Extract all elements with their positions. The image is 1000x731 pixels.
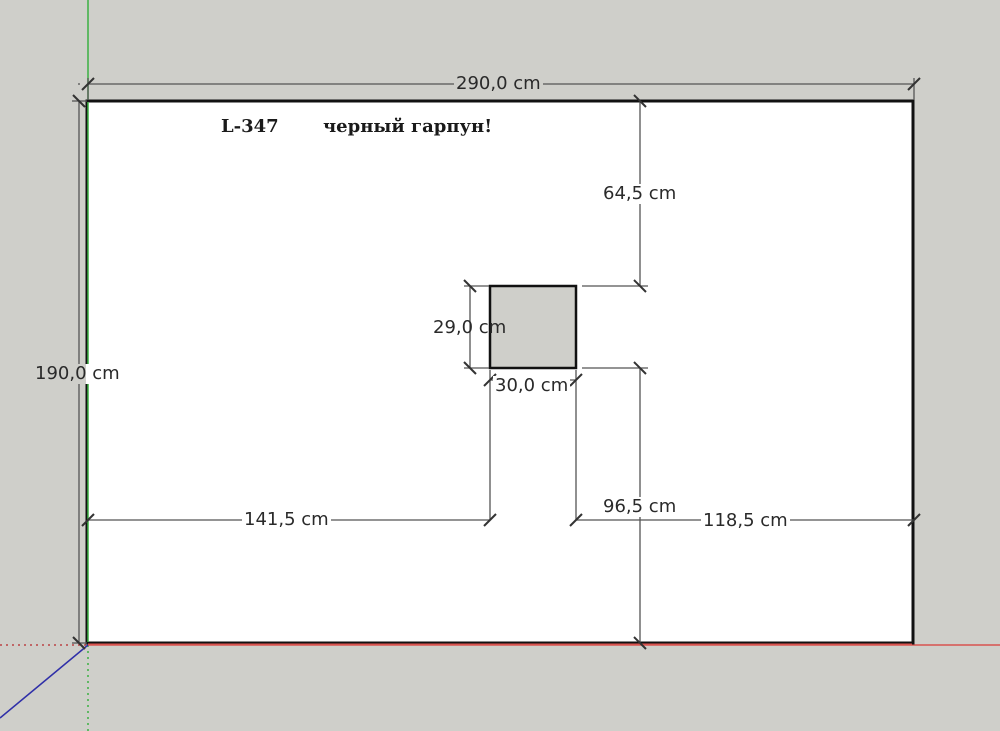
dim-top-to-cutout[interactable]: 64,5 cm bbox=[601, 183, 679, 204]
dim-overall-height[interactable]: 190,0 cm bbox=[33, 363, 122, 384]
cutout-square[interactable] bbox=[488, 284, 578, 370]
dimension-ticks bbox=[72, 77, 921, 650]
panel-rectangle[interactable] bbox=[85, 99, 915, 645]
panel-code-label: L-347 bbox=[221, 116, 279, 137]
dim-cutout-height[interactable]: 29,0 cm bbox=[433, 317, 507, 338]
dim-cutout-width[interactable]: 30,0 cm bbox=[493, 375, 571, 396]
panel-note-label: черный гарпун! bbox=[323, 116, 493, 137]
blue-axis bbox=[0, 644, 89, 719]
dim-left-to-cutout[interactable]: 141,5 cm bbox=[242, 509, 331, 530]
dim-overall-width[interactable]: 290,0 cm bbox=[454, 73, 543, 94]
dim-cutout-to-bottom[interactable]: 96,5 cm bbox=[601, 496, 679, 517]
dim-cutout-to-right[interactable]: 118,5 cm bbox=[701, 510, 790, 531]
